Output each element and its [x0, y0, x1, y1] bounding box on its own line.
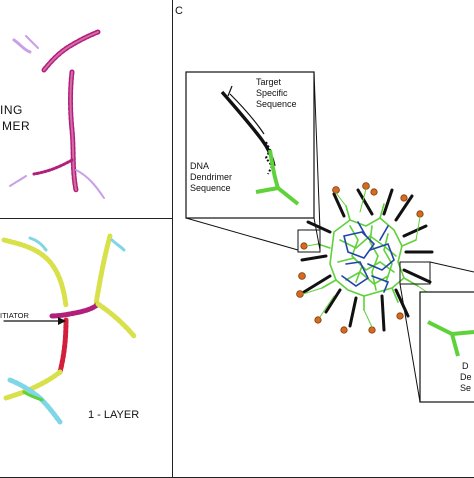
- dna-label-line1: DNA: [190, 161, 210, 171]
- dendrimer-sphere: [296, 182, 434, 334]
- layer-label: 1 - LAYER: [88, 409, 140, 421]
- initiator-label: ITIATOR: [0, 311, 29, 320]
- panel-a-label-line1: ING: [0, 103, 23, 117]
- inset-top: [185, 71, 321, 253]
- target-label-line2: Specific: [256, 88, 288, 98]
- panel-a-strands: [9, 29, 105, 199]
- panel-b-strands: [1, 233, 137, 425]
- inset-bottom-label-line3: Se: [460, 383, 472, 393]
- inset-bottom: [399, 261, 474, 403]
- dna-label-line3: Sequence: [190, 183, 231, 193]
- target-label-line1: Target: [256, 77, 282, 87]
- dna-label-line2: Dendrimer: [190, 172, 233, 182]
- panel-b: [0, 218, 174, 478]
- panel-a-label-line2: MER: [2, 119, 31, 133]
- panel-c-letter: C: [175, 5, 183, 17]
- inset-bottom-label-line2: De: [460, 372, 472, 382]
- target-label-line3: Sequence: [256, 99, 297, 109]
- inset-bottom-label-line1: D: [462, 361, 469, 371]
